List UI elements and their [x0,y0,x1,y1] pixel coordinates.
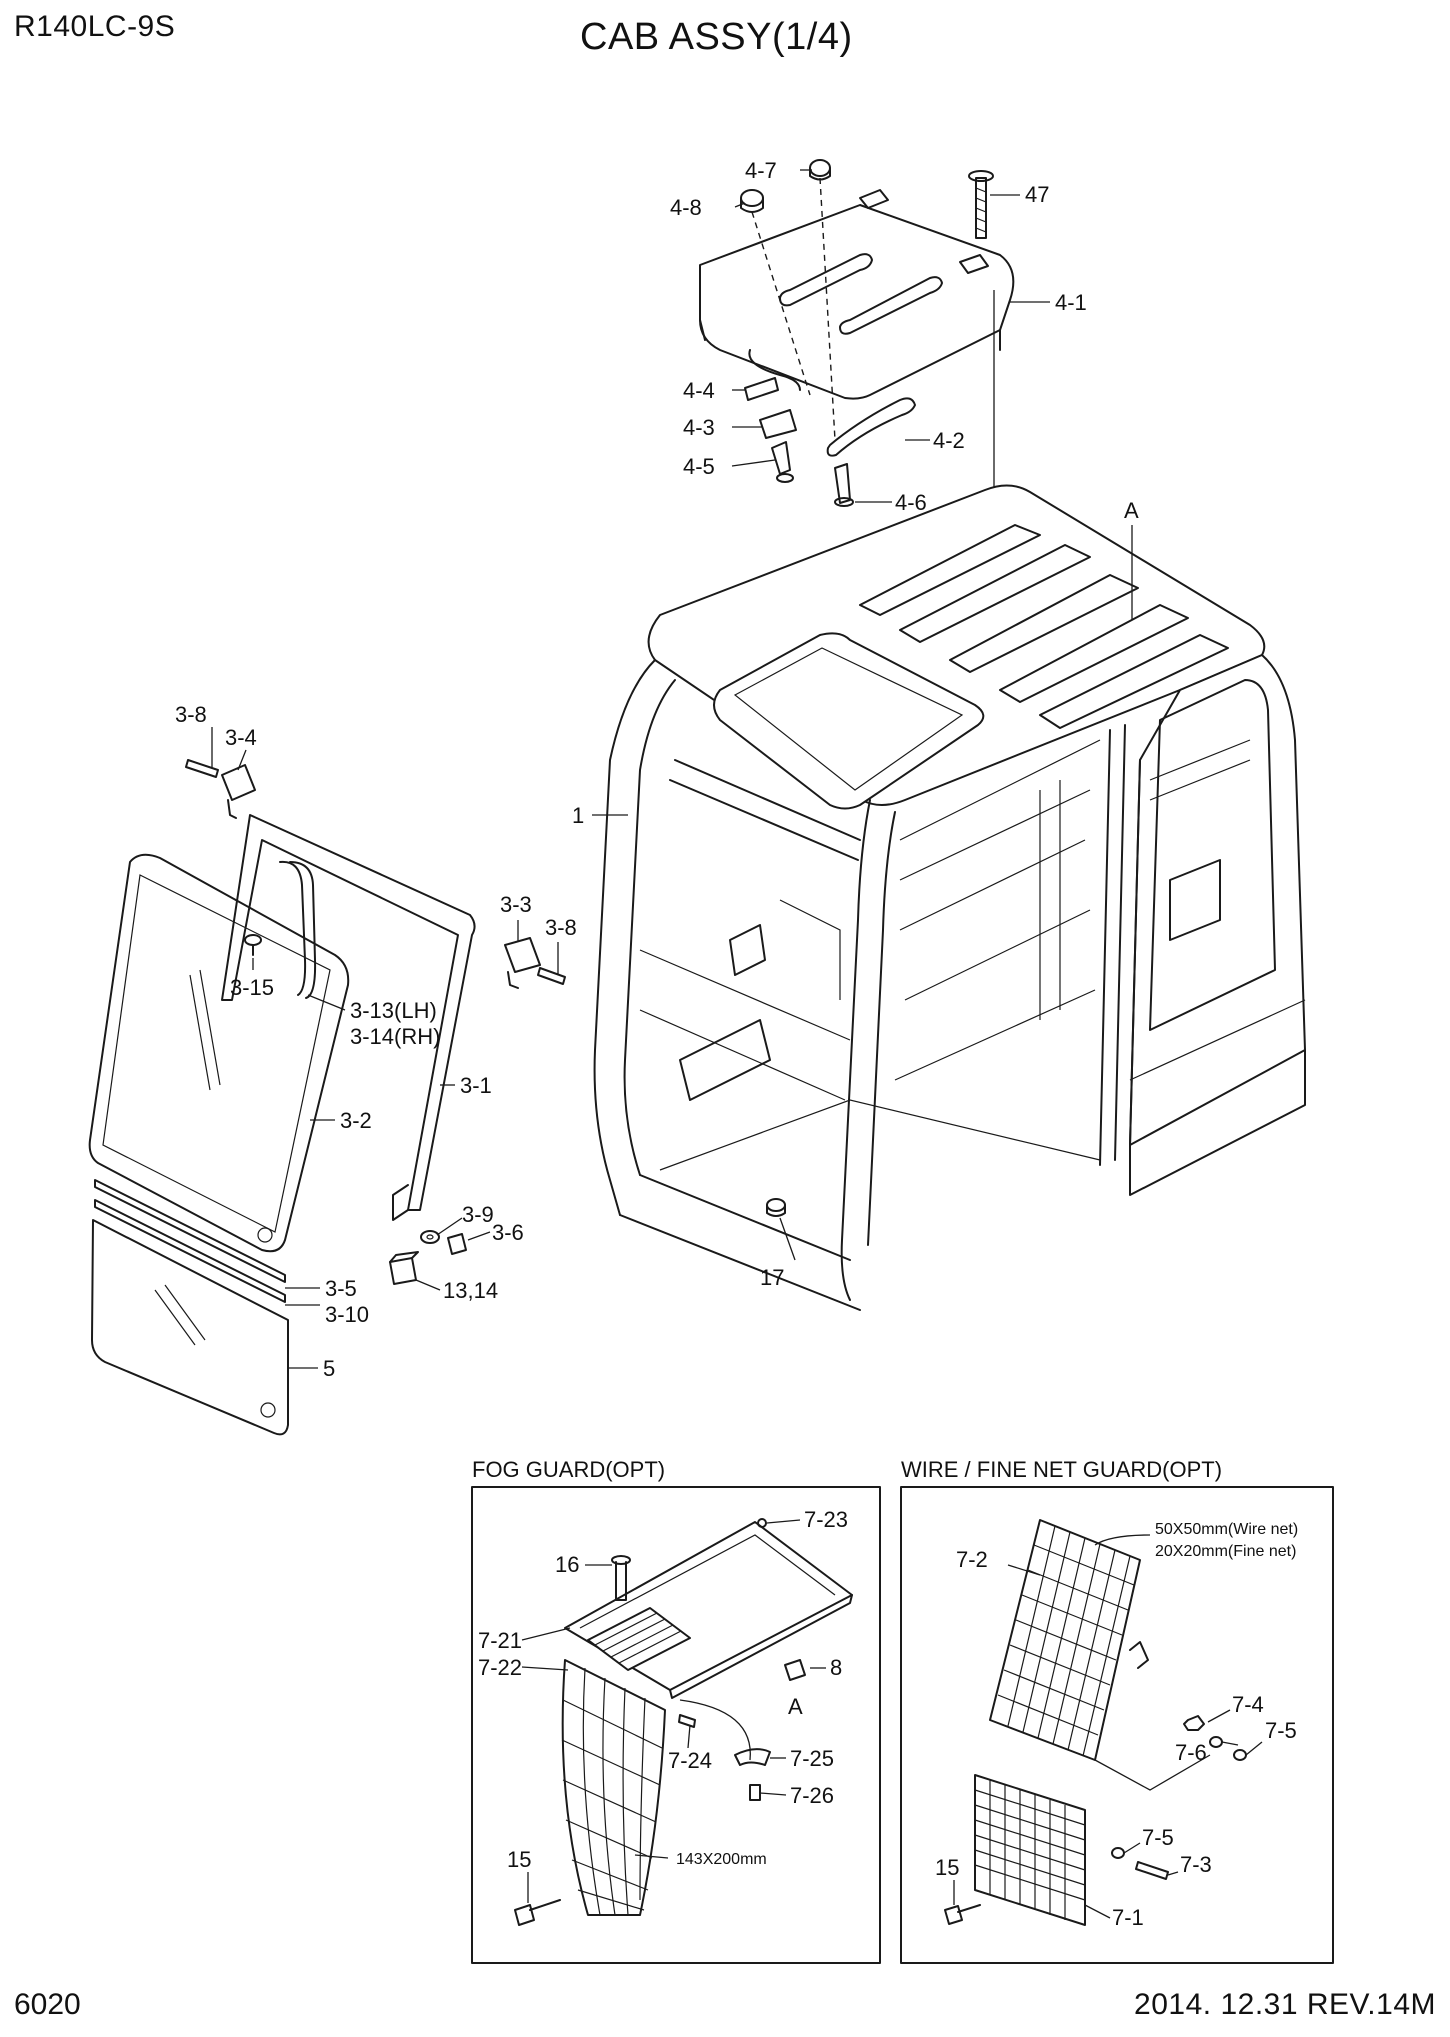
callout-3-5: 3-5 [325,1276,357,1301]
callout-4-3: 4-3 [683,415,715,440]
wire-guard-panel: WIRE / FINE NET GUARD(OPT) 50X50mm(Wire … [900,1457,1334,1964]
callout-13-14: 13,14 [443,1278,498,1303]
revision-date: 2014. 12.31 REV.14M [1134,1988,1436,2021]
callout-7-2: 7-2 [956,1547,988,1572]
callout-3-14-rh: 3-14(RH) [350,1024,440,1049]
callout-4-4: 4-4 [683,378,715,403]
callout-7-25: 7-25 [790,1746,834,1771]
callout-4-6: 4-6 [895,490,927,515]
callout-17: 17 [760,1265,784,1290]
callout-4-5: 4-5 [683,454,715,479]
callout-3-15: 3-15 [230,975,274,1000]
callout-16: 16 [555,1552,579,1577]
callout-3-6: 3-6 [492,1220,524,1245]
callout-7-6: 7-6 [1175,1740,1207,1765]
callout-3-9: 3-9 [462,1202,494,1227]
callout-7-26: 7-26 [790,1783,834,1808]
page-number: 6020 [14,1988,81,2021]
callout-8: 8 [830,1655,842,1680]
callout-3-8-upper: 3-8 [175,702,207,727]
callout-7-21: 7-21 [478,1628,522,1653]
fog-guard-title: FOG GUARD(OPT) [472,1457,665,1482]
callout-4-1: 4-1 [1055,290,1087,315]
callout-7-4: 7-4 [1232,1692,1264,1717]
model-number: R140LC-9S [14,10,176,43]
callout-7-23: 7-23 [804,1507,848,1532]
callout-3-13-lh: 3-13(LH) [350,998,437,1023]
callout-1: 1 [572,803,584,828]
callout-a: A [1124,498,1139,523]
callout-7-1: 7-1 [1112,1905,1144,1930]
callout-4-2: 4-2 [933,428,965,453]
mesh-size-label: 143X200mm [676,1851,767,1868]
callout-7-5-upper: 7-5 [1265,1718,1297,1743]
fog-guard-panel: FOG GUARD(OPT) [471,1457,881,1964]
wire-net-size-label: 50X50mm(Wire net) [1155,1521,1298,1538]
callout-a-fog: A [788,1694,803,1719]
callout-3-1: 3-1 [460,1073,492,1098]
cab-frame [593,484,1306,1311]
callout-7-22: 7-22 [478,1655,522,1680]
fog-guard-box [471,1486,881,1964]
callout-3-10: 3-10 [325,1302,369,1327]
wire-guard-box [900,1486,1334,1964]
callout-7-24: 7-24 [668,1748,712,1773]
callout-3-2: 3-2 [340,1108,372,1133]
callout-7-5-lower: 7-5 [1142,1825,1174,1850]
callout-15-fog: 15 [507,1847,531,1872]
callout-5: 5 [323,1356,335,1381]
fine-net-size-label: 20X20mm(Fine net) [1155,1543,1296,1560]
page-title: CAB ASSY(1/4) [580,16,853,58]
wire-guard-title: WIRE / FINE NET GUARD(OPT) [901,1457,1222,1482]
callout-3-8-right: 3-8 [545,915,577,940]
callout-7-3: 7-3 [1180,1852,1212,1877]
front-window-assembly [88,759,566,1436]
callout-3-4: 3-4 [225,725,257,750]
callout-15-wire: 15 [935,1855,959,1880]
callout-4-7: 4-7 [745,158,777,183]
callout-47: 47 [1025,182,1049,207]
callout-3-3: 3-3 [500,892,532,917]
main-callouts: 4-7 4-8 47 4-1 4-4 4-3 4-5 4-2 4-6 A 1 3… [175,158,1139,1381]
main-leader-lines [211,169,1133,1369]
callout-4-8: 4-8 [670,195,702,220]
